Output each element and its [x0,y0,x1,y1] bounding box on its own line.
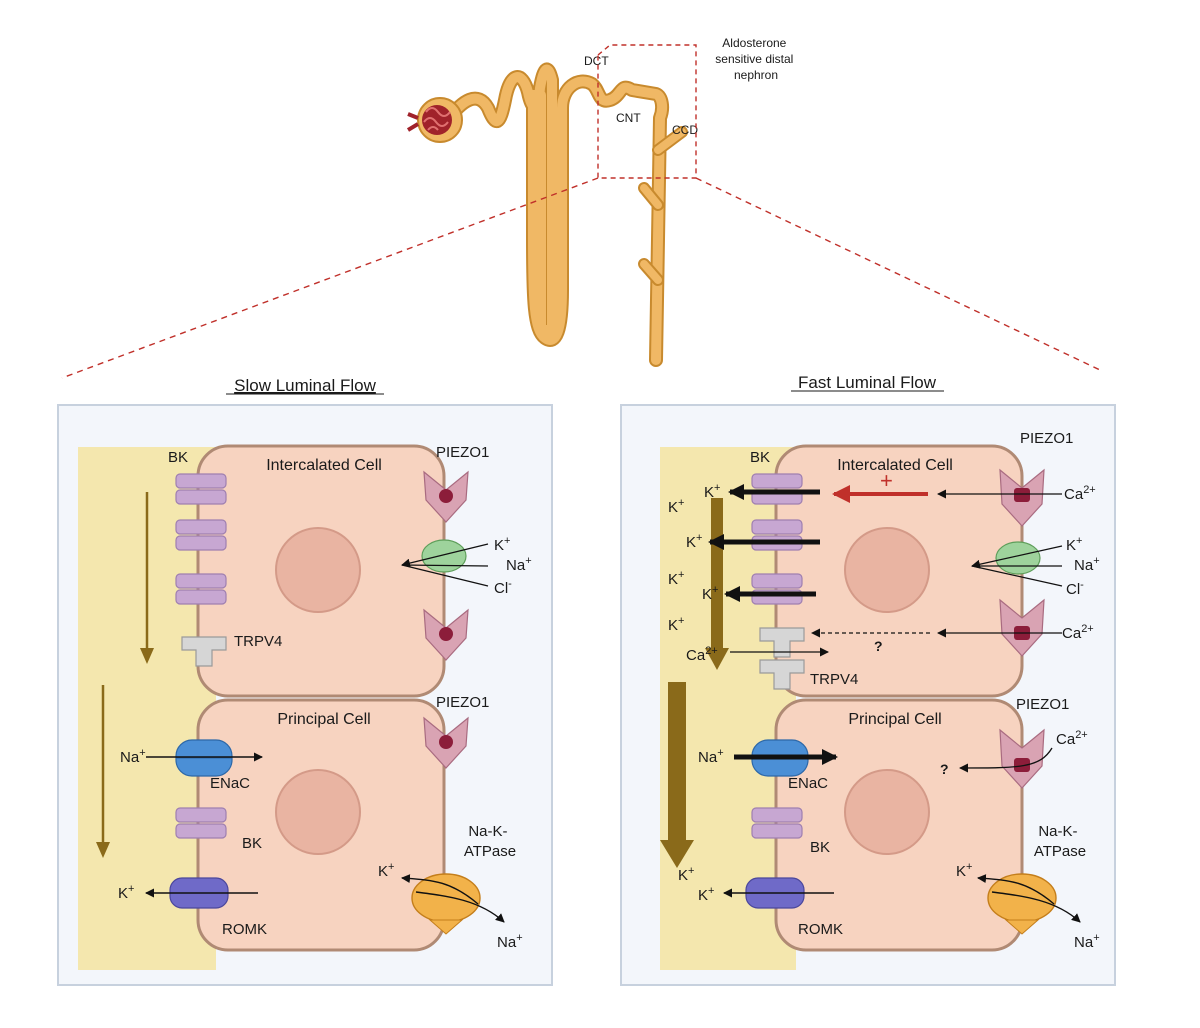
intercalated-cell-label: Intercalated Cell [266,457,382,474]
glomerulus [406,97,463,143]
ion-label-ca: Ca2+ [1062,623,1094,642]
callout-label: Aldosterone sensitive distal nephron [715,36,796,82]
panel-slow: Intercalated Cell Principal Cell BK TRPV… [57,404,553,986]
panel-title-slow: Slow Luminal Flow [234,376,376,395]
segment-label-cnt: CNT [616,111,641,125]
bk-label: BK [810,839,830,856]
nephron-tubule [441,62,688,367]
trpv4-channel [759,627,805,690]
atpase-label: Na-K- ATPase [1034,823,1086,860]
ion-label-k: K+ [668,569,684,588]
ion-label-k: K+ [956,861,972,880]
ion-label-ca: Ca2+ [1064,484,1096,503]
trpv4-label: TRPV4 [234,633,282,650]
nucleus [275,769,361,855]
zoom-guide-left [61,177,599,379]
ion-label-cl: Cl- [1066,579,1084,598]
piezo1-channel [423,608,469,661]
ion-label-k: K+ [1066,535,1082,554]
nucleus [844,527,930,613]
ion-label-k: K+ [118,883,134,902]
ion-flux-arrow [971,565,1063,587]
principal-cell-label: Principal Cell [277,711,370,728]
ion-label-k: K+ [378,861,394,880]
na-extrusion-arrow [415,891,505,923]
zoom-guide-right [695,177,1101,371]
ion-flux-arrow [401,543,489,568]
ion-label-k: K+ [494,535,510,554]
ion-label-k: K+ [668,497,684,516]
nucleus [844,769,930,855]
piezo1-label: PIEZO1 [1020,430,1073,447]
intercalated-cell-label: Intercalated Cell [837,457,953,474]
ion-label-k: K+ [704,482,720,501]
panel-fast: Intercalated Cell Principal Cell BK K+ K… [620,404,1116,986]
atpase-label: Na-K- ATPase [464,823,516,860]
k-uptake-arrow [401,874,479,905]
unknown-mark: ? [940,761,949,777]
activation-sign: + [880,468,893,493]
ion-label-na: Na+ [1074,932,1100,951]
ion-label-na: Na+ [120,747,146,766]
bk-label: BK [750,449,770,466]
piezo1-label: PIEZO1 [436,694,489,711]
enac-channel [175,739,233,777]
panel-title-fast: Fast Luminal Flow [798,373,937,392]
luminal-flow-arrow [660,682,694,868]
bk-channel [175,473,227,605]
ion-label-k: K+ [702,584,718,603]
piezo1-channel [999,728,1045,789]
piezo1-channel [999,468,1045,527]
ion-label-ca: Ca2+ [686,645,718,664]
ion-label-na: Na+ [698,747,724,766]
bk-label: BK [242,835,262,852]
ca-influx-arrow [959,747,1053,773]
trpv4-channel [181,636,227,667]
nucleus [275,527,361,613]
piezo1-label: PIEZO1 [1016,696,1069,713]
na-k-atpase [411,873,481,935]
piezo1-channel [423,716,469,769]
kcc-cotransporter [995,541,1041,575]
romk-label: ROMK [798,921,843,938]
kcc-cotransporter [421,539,467,573]
nephron-illustration: DCT CNT CCD Aldosterone sensitive distal… [61,36,1101,379]
ion-label-k: K+ [678,865,694,884]
romk-label: ROMK [222,921,267,938]
na-k-atpase [987,873,1057,935]
trpv4-label: TRPV4 [810,671,858,688]
ion-label-na: Na+ [506,555,532,574]
piezo1-channel [423,470,469,523]
ion-flux-arrow [971,545,1063,569]
ion-label-na: Na+ [497,932,523,951]
unknown-mark: ? [874,638,883,654]
ion-label-k: K+ [686,532,702,551]
ion-label-na: Na+ [1074,555,1100,574]
ion-label-cl: Cl- [494,578,512,597]
bk-channel [751,807,803,839]
ion-label-k: K+ [698,885,714,904]
segment-label-dct: DCT [584,54,609,68]
k-uptake-arrow [977,874,1055,905]
na-extrusion-arrow [991,891,1081,923]
ion-label-ca: Ca2+ [1056,729,1088,748]
enac-label: ENaC [788,775,828,792]
principal-cell-label: Principal Cell [848,711,941,728]
ion-flux-arrow [401,564,489,567]
ion-flux-arrow [401,564,489,587]
ion-label-k: K+ [668,615,684,634]
callout-box [597,44,697,179]
segment-label-ccd: CCD [672,123,698,137]
enac-label: ENaC [210,775,250,792]
piezo1-label: PIEZO1 [436,444,489,461]
bk-label: BK [168,449,188,466]
bk-channel [175,807,227,839]
